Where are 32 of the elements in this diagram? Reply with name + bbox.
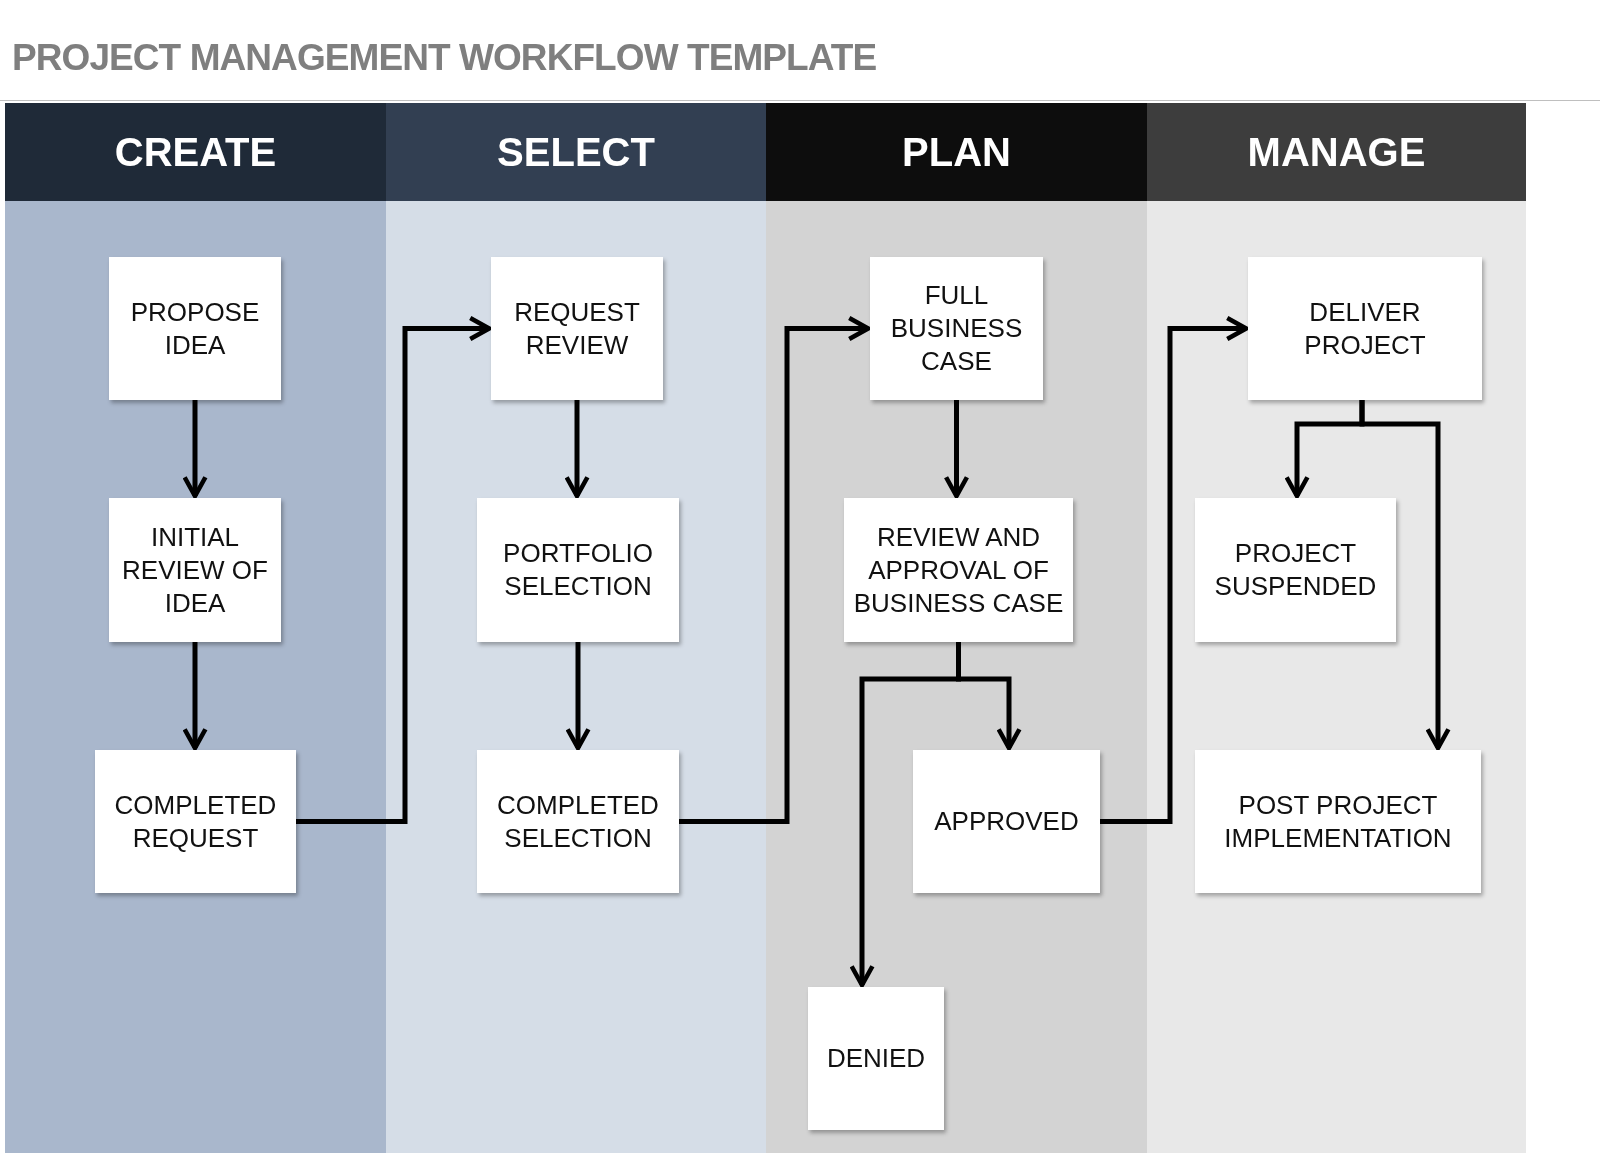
swimlane: [766, 103, 1147, 1153]
swimlane: [386, 103, 766, 1153]
process-box: REVIEW AND APPROVAL OF BUSINESS CASE: [844, 498, 1073, 642]
arrow: [849, 642, 961, 988]
process-box: FULL BUSINESS CASE: [870, 257, 1043, 400]
lane-heading: CREATE: [5, 103, 386, 201]
process-box: INITIAL REVIEW OF IDEA: [109, 498, 281, 642]
lane-heading: PLAN: [766, 103, 1147, 201]
arrow: [296, 315, 492, 824]
lane-heading: MANAGE: [1147, 103, 1526, 201]
arrow: [679, 315, 871, 824]
lane-heading: SELECT: [386, 103, 766, 201]
process-box: COMPLETED SELECTION: [477, 750, 679, 893]
arrow: [1100, 315, 1249, 824]
arrow: [182, 400, 208, 499]
process-box: APPROVED: [913, 750, 1100, 893]
process-box: DELIVER PROJECT: [1248, 257, 1482, 400]
arrow: [1359, 400, 1451, 751]
swimlane: [1147, 103, 1526, 1153]
process-box: DENIED: [808, 987, 944, 1130]
arrow: [182, 642, 208, 751]
arrow: [565, 642, 591, 751]
title: PROJECT MANAGEMENT WORKFLOW TEMPLATE: [12, 36, 877, 80]
swimlane: [5, 103, 386, 1153]
arrow: [943, 400, 970, 499]
process-box: PROPOSE IDEA: [109, 257, 281, 400]
process-box: REQUEST REVIEW: [491, 257, 663, 400]
process-box: PROJECT SUSPENDED: [1195, 498, 1396, 642]
process-box: PORTFOLIO SELECTION: [477, 498, 679, 642]
process-box: COMPLETED REQUEST: [95, 750, 296, 893]
process-box: POST PROJECT IMPLEMENTATION: [1195, 750, 1481, 893]
arrow: [564, 400, 590, 499]
